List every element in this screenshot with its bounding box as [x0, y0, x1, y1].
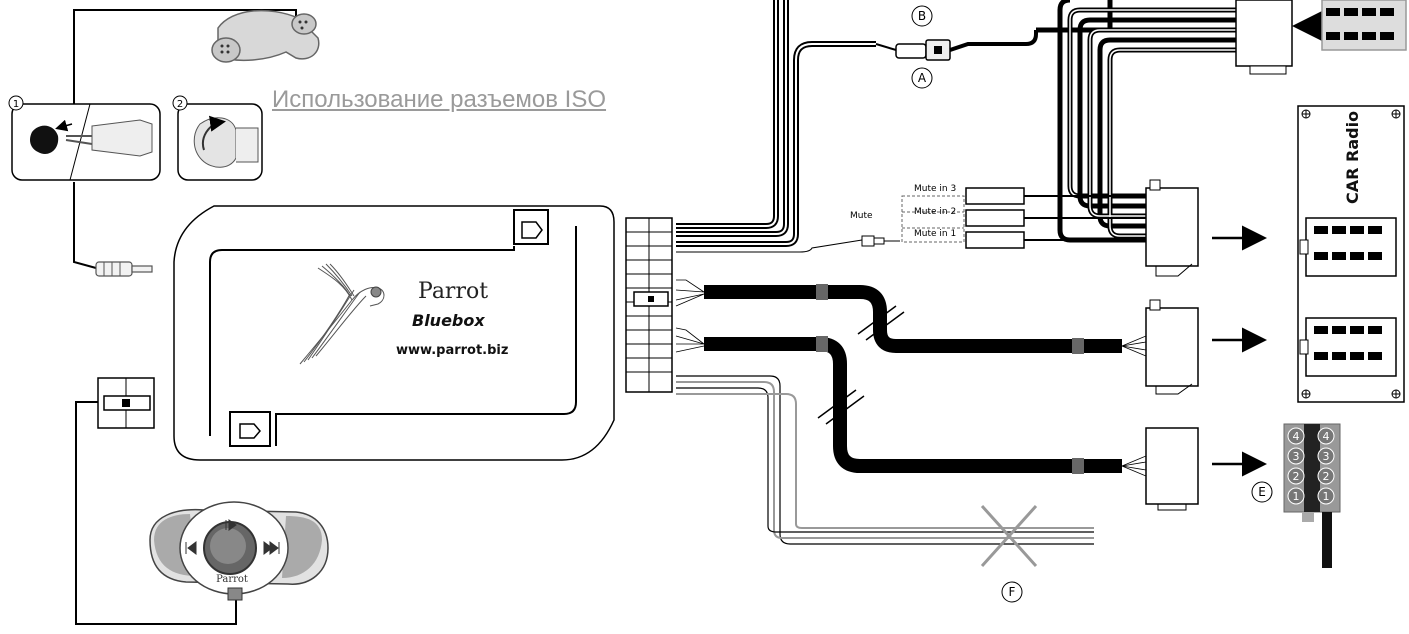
pin-right-2: 2 [1323, 470, 1330, 483]
bluebox-url: www.parrot.biz [396, 343, 508, 358]
bluebox-unit [173, 205, 615, 461]
microphone-icon [211, 9, 320, 63]
pin-right-3: 3 [1323, 450, 1330, 463]
callout-b: B [918, 9, 926, 23]
remote-cable [75, 401, 237, 625]
iso-connector-2 [1145, 299, 1267, 395]
pin-connector-e [1251, 423, 1341, 568]
step2-number: 2 [177, 99, 183, 110]
iso-connector-1 [1145, 179, 1267, 277]
car-radio-label: CAR Radio [1343, 111, 1362, 204]
jack-plug-icon [95, 261, 153, 277]
step1-panel [8, 95, 161, 181]
microphone-cable [73, 9, 297, 269]
parrot-bird-logo [299, 263, 385, 365]
mute-selector [901, 187, 1148, 249]
car-radio-panel [1297, 105, 1405, 403]
iso-connector-3 [1145, 427, 1267, 511]
mute-label: Mute [850, 211, 873, 221]
remote-control [149, 501, 329, 601]
top-iso-connector [1235, 0, 1407, 75]
remote-connector [97, 377, 155, 429]
bluebox-brand: Parrot [418, 279, 488, 304]
iso-power-bundle [1036, 0, 1240, 243]
pin-right-4: 4 [1323, 430, 1330, 443]
callout-f: F [1009, 585, 1016, 599]
pin-right-1: 1 [1323, 490, 1330, 503]
step2-panel [172, 95, 263, 181]
mute-in-3-label: Mute in 3 [914, 184, 956, 194]
mute-in-1-label: Mute in 1 [914, 229, 956, 239]
speaker-cables [675, 279, 1147, 477]
pin-left-4: 4 [1293, 430, 1300, 443]
callout-a: A [918, 71, 927, 85]
mute-cable [676, 235, 900, 253]
antenna-connector [875, 5, 1038, 89]
bluebox-model: Bluebox [412, 311, 485, 330]
remote-brand: Parrot [216, 574, 248, 585]
bluebox-main-connector [625, 217, 673, 393]
mute-in-2-label: Mute in 2 [914, 207, 956, 217]
pin-left-2: 2 [1293, 470, 1300, 483]
callout-e: E [1258, 485, 1266, 499]
pin-left-1: 1 [1293, 490, 1300, 503]
step1-number: 1 [13, 99, 19, 110]
iso-connectors-link[interactable]: Использование разъемов ISO [272, 86, 607, 113]
unused-cables [676, 375, 1094, 603]
pin-left-3: 3 [1293, 450, 1300, 463]
